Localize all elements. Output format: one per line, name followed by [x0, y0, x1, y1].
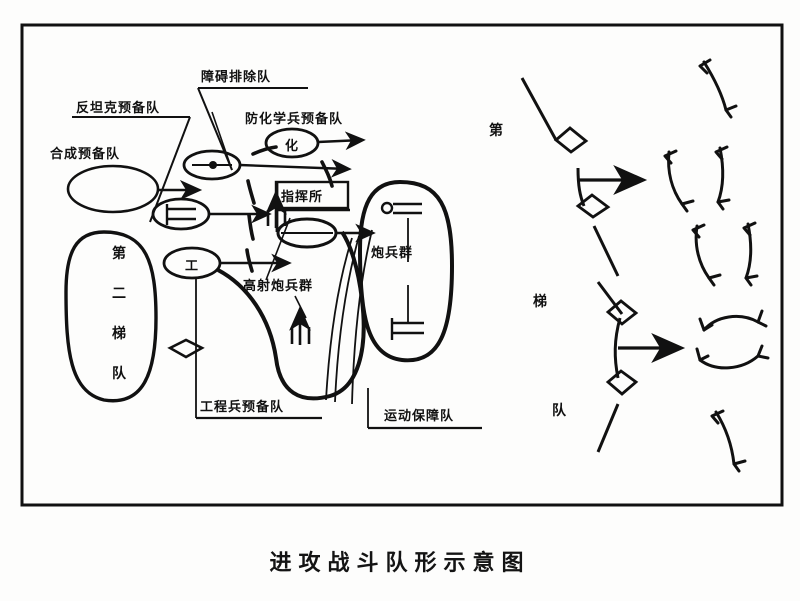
second-echelon-char-2: 二 [112, 286, 127, 302]
enemy-trench-symbols [663, 58, 770, 473]
enemy-trench-bottom [710, 409, 747, 473]
engineer-unit-glyph: 工 [185, 259, 199, 274]
label-aa-artillery-group: 高射炮兵群 [243, 279, 314, 294]
leader-engineer-reserve [195, 278, 322, 420]
enemy-trench-bowl [695, 309, 770, 370]
leader-obstacle-clearing [197, 87, 308, 171]
chemical-unit-oval [264, 127, 320, 159]
second-echelon-diamond [167, 338, 205, 359]
chemical-unit-glyph: 化 [285, 139, 299, 154]
enemy-trench-pair-2-right [742, 221, 759, 287]
second-echelon-oval [64, 230, 158, 403]
antitank-unit-arrow [239, 159, 352, 178]
aa-symbol-upper [265, 189, 287, 228]
label-command-post: 指挥所 [281, 190, 324, 205]
label-obstacle-clearing-team: 障碍排除队 [201, 70, 272, 85]
label-artillery-group: 炮兵群 [371, 246, 414, 261]
artillery-group-symbol [380, 201, 424, 340]
enemy-trench-pair-2-left [691, 223, 722, 287]
diagram-frame [20, 23, 784, 507]
enemy-echelon-lower [596, 281, 624, 453]
combined-reserve-oval [66, 164, 160, 214]
label-movement-support-team: 运动保障队 [384, 409, 455, 424]
chemical-unit-arrow [317, 131, 366, 151]
enemy-echelon-char-1: 第 [489, 123, 504, 139]
enemy-diamond-3 [605, 299, 639, 326]
enemy-trench-pair-1-right [714, 145, 731, 211]
movement-support-lines [325, 229, 373, 405]
second-echelon-char-3: 梯 [112, 326, 127, 342]
label-antitank-reserve: 反坦克预备队 [76, 101, 161, 116]
enemy-echelon-char-3: 队 [552, 403, 567, 419]
leader-antitank-reserve [72, 116, 191, 223]
enemy-diamond-1 [553, 126, 589, 154]
enemy-trench-pair-1-left [663, 149, 695, 213]
label-engineer-reserve: 工程兵预备队 [200, 400, 285, 415]
leader-aa-artillery [265, 217, 307, 319]
enemy-diamond-2 [575, 193, 611, 219]
enemy-trench-top [698, 58, 738, 119]
diagram-title: 进攻战斗队形示意图 [269, 551, 531, 576]
artillery-group-oval [357, 179, 455, 363]
enemy-echelon-char-2: 梯 [533, 294, 548, 310]
label-chemical-defense-reserve: 防化学兵预备队 [245, 112, 344, 127]
label-combined-reserve: 合成预备队 [50, 147, 121, 162]
enemy-echelon-upper [520, 77, 620, 277]
broken-boundary-strokes [245, 145, 334, 273]
aa-symbol-lower [289, 305, 311, 345]
enemy-diamond-4 [605, 369, 639, 396]
leader-movement-support [367, 388, 482, 430]
second-echelon-char-4: 队 [112, 366, 127, 382]
engineer-reserve-boundary [217, 230, 366, 401]
second-echelon-char-1: 第 [112, 246, 127, 262]
artillery-unit-oval [151, 197, 211, 231]
